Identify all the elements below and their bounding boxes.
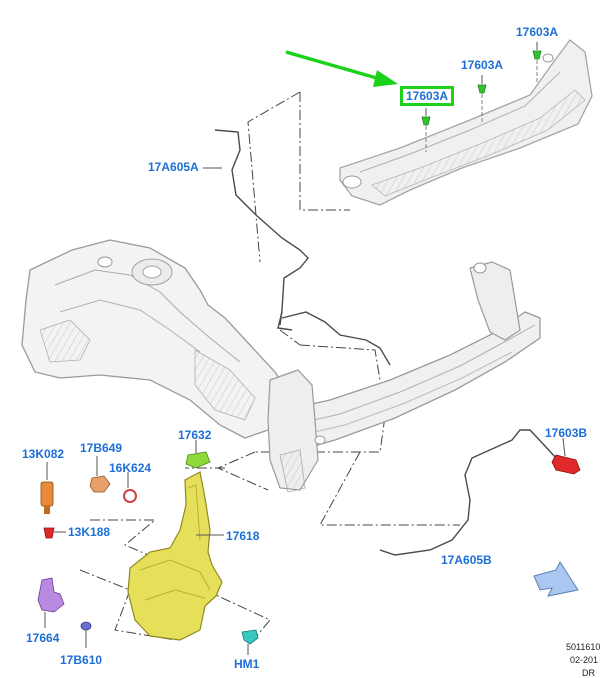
cowl-panel xyxy=(339,39,593,206)
highlight-arrow-icon xyxy=(285,50,398,87)
pump-seal xyxy=(80,621,92,648)
doc-code-line-3: DR xyxy=(582,668,595,678)
label-fastener: HM1 xyxy=(234,657,260,671)
label-filler-cap: 17B649 xyxy=(80,441,123,455)
fastener xyxy=(241,629,259,655)
doc-code-line-1: 5011610 xyxy=(566,642,600,652)
sensor-seal xyxy=(43,527,66,539)
washer-hose-lower xyxy=(379,429,557,556)
label-pump-motor: 17664 xyxy=(26,631,60,645)
label-nozzle-right: 17603B xyxy=(545,426,588,440)
bumper-beam xyxy=(267,261,541,493)
label-cowl-clip-2: 17603A xyxy=(461,58,504,72)
callout-leaders xyxy=(203,167,224,536)
label-hose-upper: 17A605A xyxy=(148,160,199,174)
fender-apron xyxy=(21,239,291,439)
washer-reservoir xyxy=(127,440,223,641)
pump-motor xyxy=(37,577,65,628)
label-pump-seal: 17B610 xyxy=(60,653,103,667)
grommet xyxy=(123,472,137,503)
label-hose-lower: 17A605B xyxy=(441,553,492,567)
label-cowl-clip-3: 17603A xyxy=(516,25,559,39)
label-sensor-seal: 13K188 xyxy=(68,525,111,539)
label-grommet: 16K624 xyxy=(109,461,152,475)
level-sensor xyxy=(40,462,54,514)
filler-cap xyxy=(89,456,111,493)
label-cowl-clip-1-highlighted: 17603A xyxy=(400,86,455,106)
label-level-sensor: 13K082 xyxy=(22,447,65,461)
direction-arrow-icon xyxy=(533,560,579,597)
doc-code-line-2: 02-201 xyxy=(570,655,599,665)
washer-hose-upper xyxy=(214,129,391,366)
side-nozzle xyxy=(551,437,581,475)
label-filler-neck-cap: 17632 xyxy=(178,428,212,442)
label-filler-neck: 17618 xyxy=(226,529,260,543)
cowl-clips xyxy=(421,42,542,152)
